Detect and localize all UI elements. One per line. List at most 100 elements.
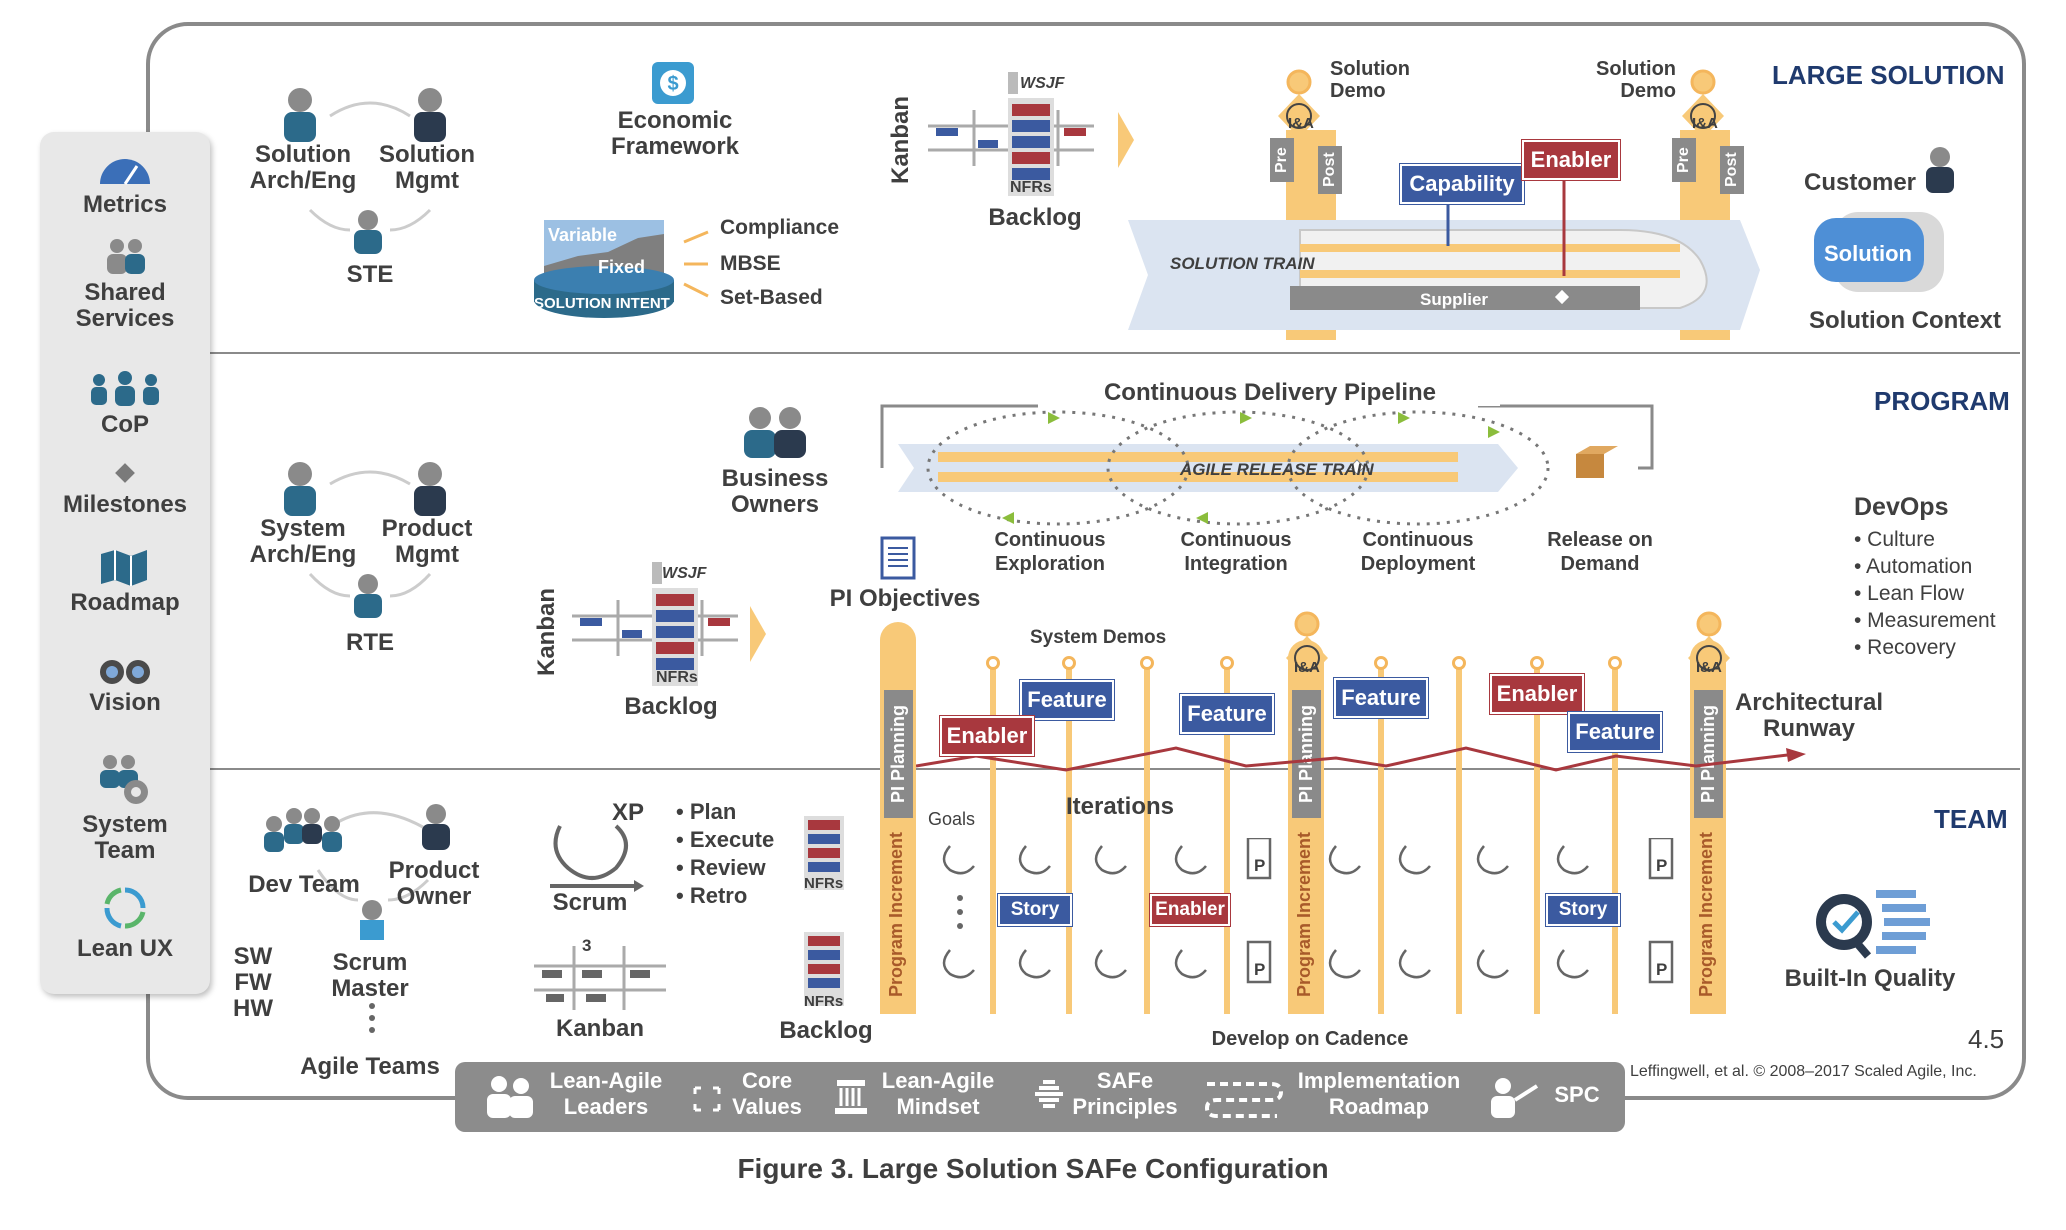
- pi-planning-1: PI Planning: [884, 690, 913, 818]
- intent-compliance: Compliance: [720, 216, 840, 239]
- pre-right: Pre: [1672, 138, 1696, 182]
- team-roles-icons: [264, 804, 450, 1033]
- bb-lean-agile-leaders[interactable]: Lean-Agile Leaders: [549, 1068, 663, 1119]
- architectural-runway: Architectural Runway: [1734, 689, 1884, 742]
- role-ste: STE: [346, 261, 394, 288]
- ceremony-plan: • Plan: [676, 799, 737, 824]
- supplier-label: Supplier: [1420, 290, 1489, 309]
- feature-box-3: Feature: [1334, 678, 1428, 718]
- document-icon: [880, 536, 916, 580]
- section-program: PROGRAM: [1874, 386, 2010, 416]
- bb-core-values[interactable]: Core Values: [732, 1068, 802, 1119]
- cdp-step-exploration: Continuous Exploration: [994, 529, 1106, 575]
- program-nfrs: NFRs: [656, 669, 698, 686]
- solution-box-label: Solution: [1824, 241, 1912, 266]
- sidebar-item-shared-services[interactable]: Shared Services: [40, 236, 210, 332]
- post-right: Post: [1720, 146, 1744, 194]
- sidebar-label: System Team: [82, 811, 168, 864]
- customer-label: Customer: [1803, 169, 1917, 196]
- map-icon: [101, 550, 147, 586]
- scrum-label: Scrum: [552, 889, 628, 916]
- sidebar-item-milestones[interactable]: Milestones: [40, 458, 210, 518]
- solution-context-label: Solution Context: [1809, 307, 2001, 334]
- divider-large-solution: [210, 352, 2020, 354]
- fw-label: FW: [234, 969, 272, 996]
- iteration-cycles: [942, 838, 1674, 984]
- scrum-cycle-icon: [550, 824, 644, 892]
- intent-set-based: Set-Based: [720, 286, 823, 309]
- demo-dot: [1140, 656, 1154, 670]
- ceremony-retro: • Retro: [676, 883, 748, 908]
- goals-label: Goals: [928, 809, 976, 829]
- copyright: Leffingwell, et al. © 2008–2017 Scaled A…: [1630, 1063, 1977, 1080]
- bb-implementation-roadmap[interactable]: Implementation Roadmap: [1297, 1068, 1461, 1119]
- business-owners: Business Owners: [721, 465, 829, 518]
- devops-title: DevOps: [1854, 493, 1949, 521]
- sidebar-item-vision[interactable]: Vision: [40, 650, 210, 716]
- ia-icon-program-3: [1688, 611, 1730, 680]
- core-values-icon: [693, 1086, 721, 1112]
- community-icon: [91, 371, 159, 406]
- iteration-line: [1144, 664, 1150, 1014]
- ls-ia-right: I&A: [1692, 115, 1718, 132]
- devops-item: • Culture: [1854, 528, 1935, 551]
- mindset-icon: [835, 1080, 867, 1114]
- intent-variable: Variable: [548, 225, 618, 245]
- intent-label: SOLUTION INTENT: [534, 295, 670, 312]
- ls-nfrs: NFRs: [1010, 179, 1052, 196]
- ia-label-3: I&A: [1696, 659, 1722, 676]
- p-label: P: [1656, 856, 1668, 875]
- team-nfrs-1: NFRs: [804, 875, 844, 892]
- dev-team: Dev Team: [248, 871, 360, 898]
- ls-demo-ia-right: [1682, 69, 1724, 138]
- sidebar-item-roadmap[interactable]: Roadmap: [40, 546, 210, 616]
- sidebar-item-cop[interactable]: CoP: [40, 368, 210, 438]
- story-box-2: Story: [1546, 894, 1620, 926]
- post-left: Post: [1318, 146, 1342, 194]
- program-roles-icons: [284, 462, 446, 618]
- intent-connectors: [683, 230, 709, 298]
- program-enabler-box-1: Enabler: [940, 716, 1034, 756]
- section-large-solution: LARGE SOLUTION: [1772, 60, 2005, 90]
- hw-label: HW: [233, 995, 273, 1022]
- svg-text:$: $: [667, 73, 678, 95]
- ls-backlog-graphic: [928, 72, 1128, 196]
- cdp-title: Continuous Delivery Pipeline: [1040, 380, 1500, 406]
- demo-dot: [1530, 656, 1544, 670]
- sidebar-item-metrics[interactable]: Metrics: [40, 144, 210, 218]
- iteration-line: [1612, 664, 1618, 1014]
- iteration-line: [1534, 664, 1540, 1014]
- bb-spc[interactable]: SPC: [1554, 1082, 1600, 1107]
- foundation-bar: Lean-Agile Leaders Core Values Lean-Agil…: [455, 1062, 1625, 1132]
- cdp-step-integration: Continuous Integration: [1180, 529, 1292, 575]
- customer-icon: [1926, 147, 1954, 193]
- bb-lean-agile-mindset[interactable]: Lean-Agile Mindset: [881, 1068, 995, 1119]
- diamond-icon: [115, 463, 135, 483]
- solution-roles-icons: [284, 88, 446, 254]
- iteration-line: [1066, 664, 1072, 1014]
- role-solution-mgmt: Solution Mgmt: [379, 141, 475, 194]
- ls-demo-ia-left: [1278, 69, 1320, 138]
- program-kanban-label: Kanban: [533, 588, 560, 677]
- team-kanban-label: Kanban: [555, 1015, 644, 1042]
- spc-icon: [1491, 1078, 1539, 1118]
- feature-box-1: Feature: [1020, 680, 1114, 720]
- iteration-line: [1224, 664, 1230, 1014]
- sw-label: SW: [233, 943, 273, 970]
- solution-intent-graphic: [534, 220, 674, 318]
- p-label: P: [1656, 960, 1668, 979]
- bb-safe-principles[interactable]: SAFe Principles: [1072, 1068, 1178, 1119]
- sidebar-item-system-team[interactable]: System Team: [40, 752, 210, 864]
- leaders-icon: [487, 1076, 533, 1118]
- cdp-graphic: [880, 404, 1654, 526]
- program-enabler-box-2: Enabler: [1490, 674, 1584, 714]
- ls-enabler-box: Enabler: [1522, 140, 1620, 180]
- roadmap-icon: [1204, 1082, 1284, 1118]
- section-team: TEAM: [1934, 804, 2008, 834]
- sidebar-item-lean-ux[interactable]: Lean UX: [40, 884, 210, 962]
- feature-box-4: Feature: [1568, 712, 1662, 752]
- intent-fixed: Fixed: [598, 257, 646, 277]
- role-solution-arch: Solution Arch/Eng: [249, 141, 357, 194]
- program-backlog: Backlog: [624, 693, 718, 720]
- iteration-line: [990, 664, 996, 1014]
